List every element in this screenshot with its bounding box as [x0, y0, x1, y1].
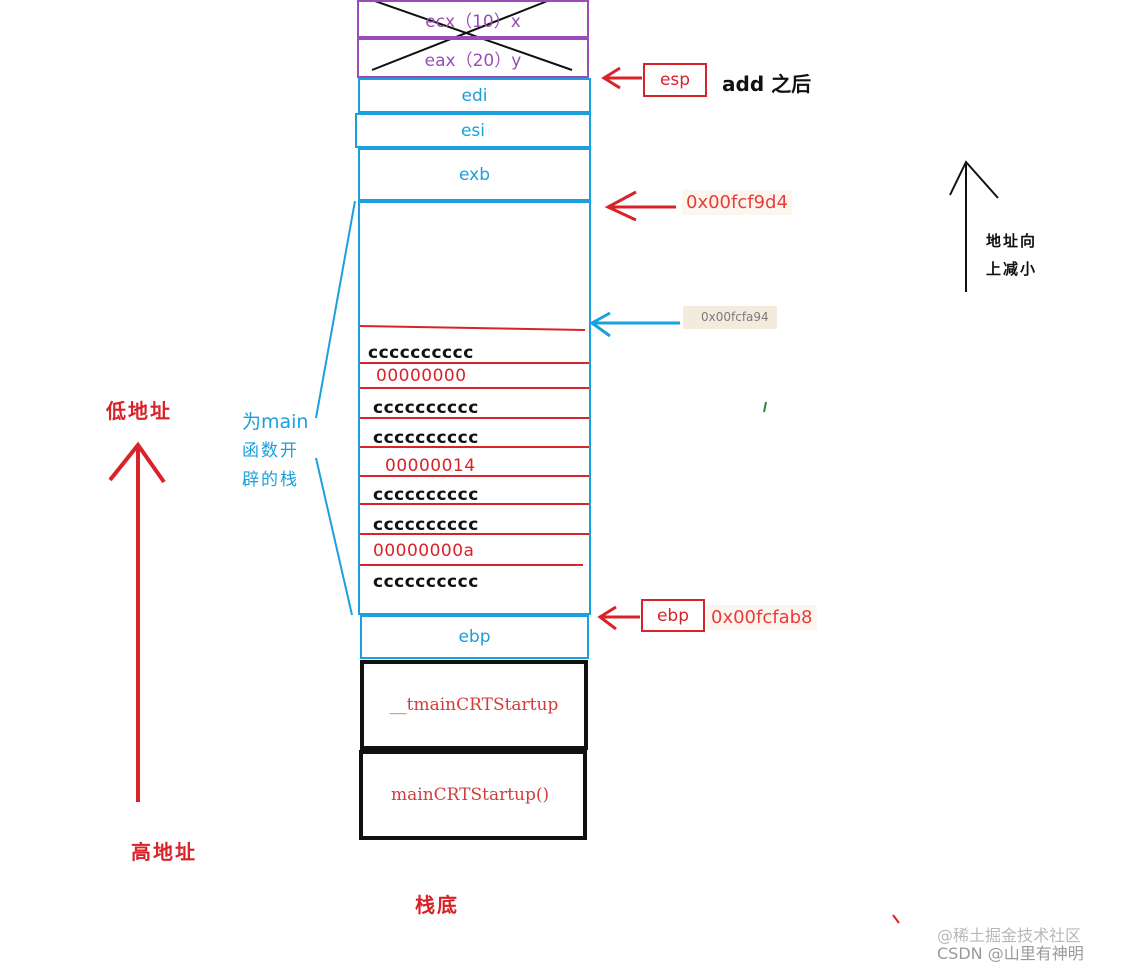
- ecx-cell: ecx（10）x: [357, 0, 589, 38]
- ebp-cell: ebp: [360, 615, 589, 659]
- row-3: cccccccccc: [373, 428, 479, 448]
- bracket-bottom: [315, 457, 353, 616]
- addr-direction-label-2: 上减小: [986, 260, 1038, 278]
- ecx-cell-label: ecx（10）x: [425, 11, 521, 32]
- low-high-arrow: [108, 441, 166, 802]
- row-1: 00000000: [376, 366, 467, 386]
- ebp-cell-label: ebp: [458, 627, 491, 647]
- row-5: cccccccccc: [373, 485, 479, 505]
- main-frame-cell: [358, 201, 591, 615]
- eax-cell-label: eax（20）y: [424, 50, 522, 71]
- edi-cell: edi: [358, 78, 591, 113]
- tmain-cell-label: __tmainCRTStartup: [389, 695, 559, 715]
- main-frame-label-1: 为main: [242, 411, 309, 433]
- row-2: cccccccccc: [373, 398, 479, 418]
- high-address-label: 高地址: [131, 840, 197, 864]
- ebp-arrow: [597, 605, 640, 631]
- ebp-addr: 0x00fcfab8: [707, 605, 817, 630]
- addr-fcfa94: 0x00fcfa94: [683, 306, 777, 329]
- row-0: cccccccccc: [368, 343, 474, 363]
- tmain-cell: __tmainCRTStartup: [360, 660, 588, 750]
- add-after-label: add 之后: [722, 72, 812, 96]
- addr-fcf9d4: 0x00fcf9d4: [682, 190, 792, 215]
- main-frame-label-3: 辟的栈: [242, 470, 299, 490]
- row-6: cccccccccc: [373, 515, 479, 535]
- watermark-line-1: @稀土掘金技术社区: [937, 926, 1082, 945]
- main-crt-cell: mainCRTStartup(): [359, 750, 587, 840]
- ebp-box: ebp: [641, 599, 705, 632]
- watermark-line-2: CSDN @山里有神明: [937, 944, 1084, 963]
- bracket-top: [315, 200, 356, 419]
- eax-cell: eax（20）y: [357, 38, 589, 78]
- esp-box: esp: [643, 63, 707, 97]
- main-crt-cell-label: mainCRTStartup(): [391, 785, 550, 805]
- addr-direction-arrow: [949, 160, 999, 292]
- exb-cell-label: exb: [458, 164, 490, 185]
- main-frame-label-2: 函数开: [242, 441, 299, 461]
- row-4: 00000014: [385, 456, 476, 476]
- row-8: cccccccccc: [373, 572, 479, 592]
- row-separators: [357, 325, 590, 566]
- addr-direction-label-1: 地址向: [986, 232, 1038, 250]
- esp-arrow: [601, 66, 642, 90]
- row-7: 00000000a: [373, 541, 475, 561]
- esi-cell: esi: [355, 113, 591, 148]
- edi-cell-label: edi: [461, 85, 488, 106]
- addr1-arrow: [604, 190, 676, 222]
- stack-bottom-label: 栈底: [415, 893, 459, 917]
- low-address-label: 低地址: [106, 399, 172, 423]
- cross-line-1: [371, 0, 573, 71]
- esi-cell-label: esi: [460, 120, 486, 141]
- ebp-label: ebp: [656, 605, 690, 626]
- addr2-arrow: [589, 311, 680, 338]
- exb-cell: exb: [358, 148, 591, 201]
- esp-label: esp: [659, 70, 691, 90]
- cross-line-2: [371, 0, 551, 71]
